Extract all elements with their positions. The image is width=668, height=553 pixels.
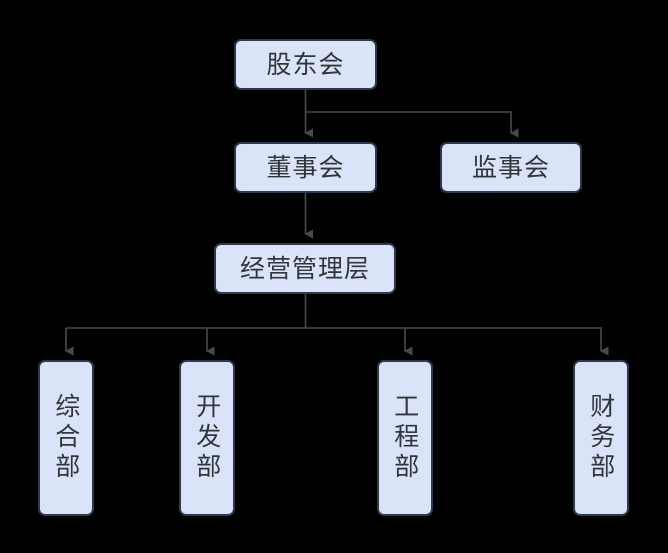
node-board-of-supervisors-label: 监事会 bbox=[471, 152, 550, 182]
node-engineering-dept[interactable]: 工程部 bbox=[377, 360, 433, 516]
node-development-dept[interactable]: 开发部 bbox=[179, 360, 235, 516]
node-management-label: 经营管理层 bbox=[239, 253, 370, 283]
node-shareholders-label: 股东会 bbox=[266, 49, 345, 79]
node-shareholders[interactable]: 股东会 bbox=[234, 39, 377, 90]
node-management[interactable]: 经营管理层 bbox=[214, 243, 396, 294]
node-board-of-directors[interactable]: 董事会 bbox=[234, 142, 377, 193]
node-general-affairs-dept-label: 综合部 bbox=[51, 393, 81, 483]
node-finance-dept[interactable]: 财务部 bbox=[573, 360, 629, 516]
node-board-of-directors-label: 董事会 bbox=[266, 152, 345, 182]
node-finance-dept-label: 财务部 bbox=[586, 393, 616, 483]
edge-shareholders-to-board-of-supervisors bbox=[305, 111, 519, 138]
node-development-dept-label: 开发部 bbox=[192, 393, 222, 483]
node-engineering-dept-label: 工程部 bbox=[390, 393, 420, 483]
node-general-affairs-dept[interactable]: 综合部 bbox=[38, 360, 94, 516]
node-board-of-supervisors[interactable]: 监事会 bbox=[440, 142, 582, 193]
